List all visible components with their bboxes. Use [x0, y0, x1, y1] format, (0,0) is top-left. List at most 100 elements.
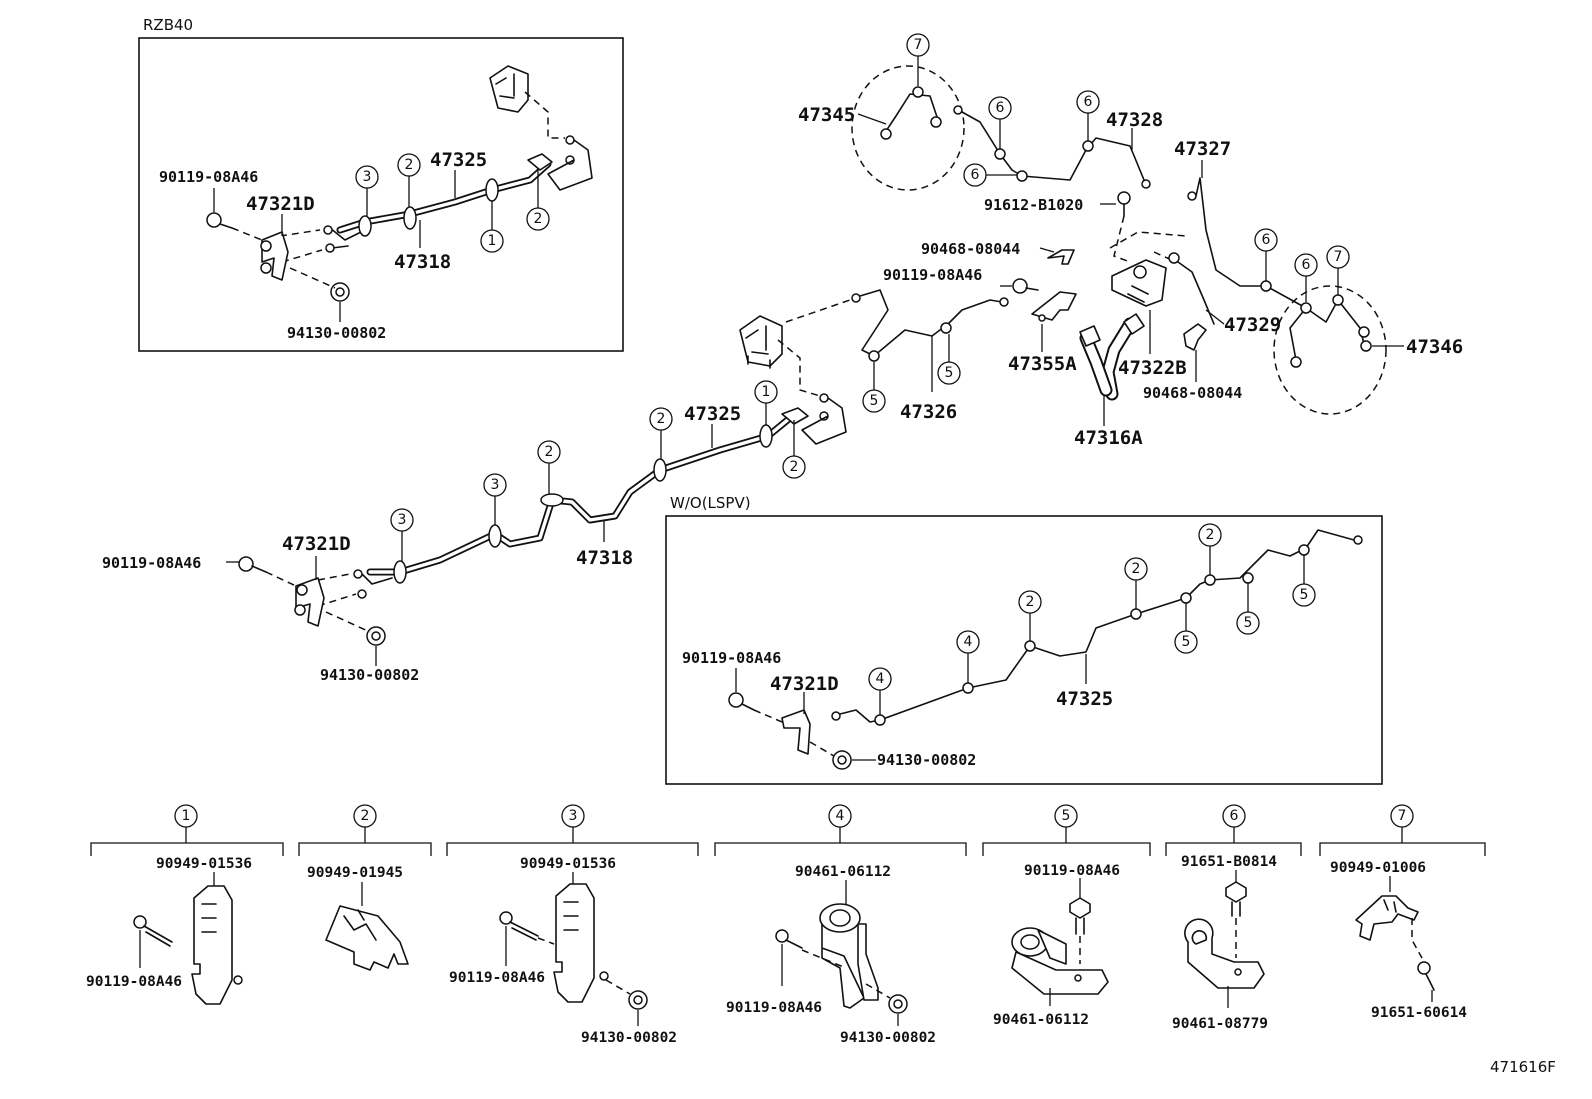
- svg-text:2: 2: [657, 411, 666, 427]
- callout-2: 2: [397, 153, 421, 207]
- lspv-valve-inset: [489, 65, 529, 113]
- bracket-47321d: [294, 577, 325, 627]
- callout-4: 4: [828, 804, 852, 843]
- label-90949-01536: 90949-01536: [156, 856, 252, 872]
- callout-6: 6: [1254, 228, 1278, 281]
- svg-text:5: 5: [1182, 634, 1191, 650]
- clamp-icon: [819, 903, 879, 1009]
- callout-3: 3: [561, 804, 585, 843]
- callout-2: 2: [1018, 590, 1042, 641]
- label-47355a: 47355A: [1008, 353, 1077, 375]
- bracket-47322b: [1111, 259, 1167, 307]
- svg-text:3: 3: [363, 169, 372, 185]
- label-90468-08044: 90468-08044: [1143, 384, 1242, 402]
- bolt-icon: [1012, 278, 1039, 294]
- callout-2: 2: [1198, 523, 1222, 575]
- callout-1: 1: [480, 201, 504, 253]
- bolt-icon: [728, 692, 755, 711]
- callout-3: 3: [483, 473, 507, 525]
- svg-text:7: 7: [914, 37, 923, 53]
- svg-text:2: 2: [405, 157, 414, 173]
- label-90119-08a46: 90119-08A46: [159, 168, 258, 186]
- callout-4: 4: [868, 667, 892, 715]
- label-47322b: 47322B: [1118, 357, 1187, 379]
- label-91651-60614: 91651-60614: [1371, 1005, 1467, 1021]
- svg-text:3: 3: [491, 477, 500, 493]
- label-47318: 47318: [394, 251, 451, 273]
- detail-group-7: 7 90949-01006 91651-60614: [1330, 804, 1467, 1021]
- svg-text:3: 3: [398, 512, 407, 528]
- label-94130-00802: 94130-00802: [877, 751, 976, 769]
- callout-7: 7: [906, 33, 930, 86]
- label-94130-00802: 94130-00802: [287, 324, 386, 342]
- clamp-details: 1 90949-01536 90119-08A46 2 90949-01945 …: [86, 804, 1486, 1046]
- bolt-icon: [1417, 961, 1435, 991]
- nut-icon: [628, 990, 648, 1010]
- svg-text:2: 2: [545, 444, 554, 460]
- svg-text:4: 4: [836, 808, 845, 824]
- callout-7: 7: [1390, 804, 1414, 843]
- svg-text:1: 1: [488, 233, 497, 249]
- label-90949-01006: 90949-01006: [1330, 860, 1426, 876]
- callout-5: 5: [1174, 603, 1198, 654]
- callout-2: 2: [782, 420, 806, 479]
- nut-icon: [330, 282, 350, 302]
- callout-3: 3: [355, 165, 379, 216]
- label-90119-08a46: 90119-08A46: [449, 970, 545, 986]
- callout-4: 4: [956, 630, 980, 683]
- svg-text:1: 1: [762, 384, 771, 400]
- label-90119-08a46: 90119-08A46: [102, 554, 201, 572]
- lspv-valve: [739, 315, 783, 369]
- bracket-47355a: [1031, 291, 1077, 322]
- svg-text:1: 1: [182, 808, 191, 824]
- svg-text:6: 6: [1084, 94, 1093, 110]
- callout-6: 6: [963, 163, 1017, 187]
- label-47327: 47327: [1174, 138, 1231, 160]
- bracket-47321d-inset: [260, 231, 289, 281]
- clamp-icon: [1184, 918, 1265, 989]
- label-90119-08a46: 90119-08A46: [883, 266, 982, 284]
- callout-2: 2: [353, 804, 377, 843]
- wo-lspv-inset: W/O(LSPV) 4 4 2 2 5 2 5 5 47325 47321D: [665, 494, 1383, 785]
- label-47321d: 47321D: [770, 673, 839, 695]
- svg-text:5: 5: [945, 365, 954, 381]
- wo-lspv-caption: W/O(LSPV): [670, 494, 751, 512]
- clamp-icon: [1011, 927, 1109, 995]
- svg-text:6: 6: [1262, 232, 1271, 248]
- rear-tube-assembly: 7 47345 6 6 6 47328 91612-B1020 90468-08…: [798, 33, 1463, 449]
- label-47346: 47346: [1406, 336, 1463, 358]
- nut-icon: [832, 750, 852, 770]
- svg-text:6: 6: [1230, 808, 1239, 824]
- svg-text:3: 3: [569, 808, 578, 824]
- label-90119-08a46: 90119-08A46: [1024, 863, 1120, 879]
- bolt-icon: [133, 915, 173, 947]
- label-47325: 47325: [684, 403, 741, 425]
- callout-1: 1: [754, 380, 778, 425]
- label-90461-08779: 90461-08779: [1172, 1016, 1268, 1032]
- bolt-icon: [775, 929, 803, 949]
- svg-text:7: 7: [1398, 808, 1407, 824]
- svg-text:2: 2: [790, 459, 799, 475]
- label-47325: 47325: [1056, 688, 1113, 710]
- label-47329: 47329: [1224, 314, 1281, 336]
- svg-text:7: 7: [1334, 249, 1343, 265]
- label-94130-00802: 94130-00802: [581, 1030, 677, 1046]
- svg-text:5: 5: [1062, 808, 1071, 824]
- bolt-icon: [1117, 191, 1131, 217]
- detail-group-5: 5 90119-08A46 90461-06112: [993, 804, 1120, 1028]
- callout-2: 2: [526, 168, 550, 231]
- rzb40-inset: RZB40: [138, 16, 624, 352]
- label-47318: 47318: [576, 547, 633, 569]
- bolt-icon: [499, 911, 539, 941]
- label-90119-08a46: 90119-08A46: [682, 649, 781, 667]
- label-90461-06112: 90461-06112: [795, 864, 891, 880]
- svg-text:2: 2: [1026, 594, 1035, 610]
- callout-6: 6: [1294, 253, 1318, 302]
- label-47345: 47345: [798, 104, 855, 126]
- illustration-id: 471616F: [1490, 1058, 1556, 1076]
- label-94130-00802: 94130-00802: [320, 666, 419, 684]
- callout-6: 6: [1222, 804, 1246, 843]
- label-90949-01536: 90949-01536: [520, 856, 616, 872]
- detail-group-1: 1 90949-01536 90119-08A46: [86, 804, 252, 1005]
